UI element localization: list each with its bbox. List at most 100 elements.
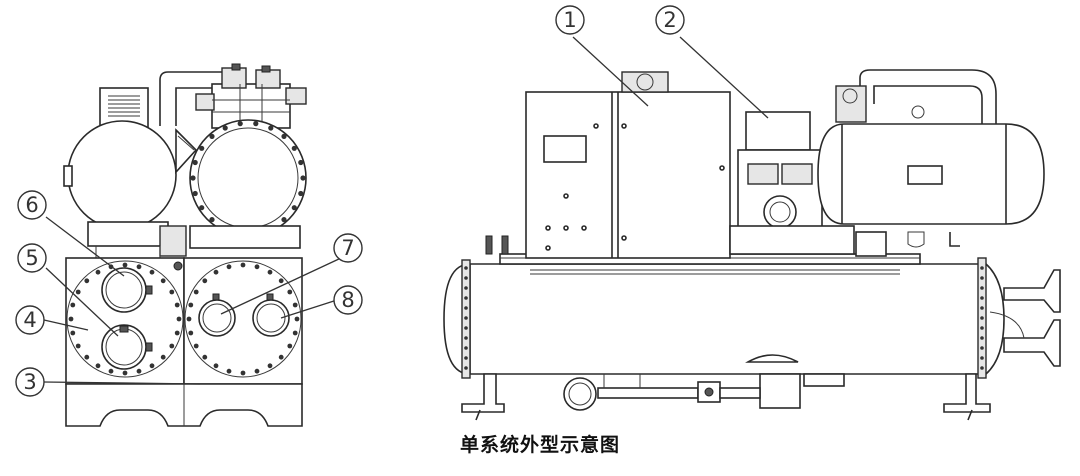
bolt-icon (160, 278, 166, 284)
flange-bolt-icon (980, 306, 984, 310)
bolt-icon (287, 343, 293, 349)
bolt-icon (298, 159, 304, 166)
flange-bolt-icon (980, 276, 984, 280)
bolt-icon (188, 330, 194, 336)
bolt-icon (199, 205, 205, 211)
flange-bolt-icon (464, 346, 468, 350)
flange-bolt-icon (464, 296, 468, 300)
side-view (443, 69, 1061, 421)
bolt-icon (267, 269, 273, 275)
bolt-icon (278, 278, 284, 284)
bolt-icon (300, 175, 306, 181)
bolt-icon (95, 363, 101, 369)
flange-bolt-icon (980, 266, 984, 270)
callout-5-label: 5 (25, 246, 38, 270)
callout-4-label: 4 (23, 308, 36, 332)
bolt-icon (174, 302, 180, 308)
bolt-icon (267, 363, 273, 369)
callout-3-label: 3 (23, 370, 36, 394)
bolt-icon (149, 269, 155, 275)
bolt-icon (237, 121, 243, 127)
bolt-icon (292, 302, 298, 308)
bolt-icon (108, 368, 114, 374)
bolt-icon (240, 370, 246, 376)
bolt-icon (253, 121, 259, 127)
bolt-icon (213, 363, 219, 369)
bolt-icon (136, 264, 142, 270)
bolt-icon (254, 264, 260, 270)
bolt-icon (75, 343, 81, 349)
callout-7-label: 7 (341, 236, 354, 260)
flange-bolt-icon (464, 326, 468, 330)
bolt-icon (209, 217, 215, 223)
bolt-icon (268, 125, 274, 131)
bolt-icon (222, 125, 228, 131)
bolt-icon (291, 145, 297, 151)
flange-bolt-icon (980, 366, 984, 370)
callout-6: 6 (17, 190, 47, 220)
bolt-icon (68, 316, 74, 322)
bolt-icon (202, 354, 208, 360)
bolt-icon (199, 145, 205, 151)
bolt-icon (160, 354, 166, 360)
bolt-icon (122, 370, 128, 376)
flange-bolt-icon (464, 286, 468, 290)
bolt-icon (192, 190, 198, 197)
bolt-icon (193, 343, 199, 349)
bolt-icon (169, 343, 175, 349)
flange-bolt-icon (464, 316, 468, 320)
callout-2-label: 2 (663, 8, 676, 32)
callout-1: 1 (555, 5, 585, 35)
bolt-icon (294, 316, 300, 322)
bolt-icon (209, 133, 215, 139)
flange-bolt-icon (980, 316, 984, 320)
bolt-icon (70, 330, 76, 336)
bolt-icon (192, 159, 198, 166)
bolt-icon (136, 368, 142, 374)
bolt-icon (292, 330, 298, 336)
flange-bolt-icon (980, 346, 984, 350)
bolt-icon (298, 190, 304, 197)
bolt-icon (169, 289, 175, 295)
flange-bolt-icon (464, 306, 468, 310)
flange-bolt-icon (980, 296, 984, 300)
bolt-icon (75, 289, 81, 295)
bolt-icon (84, 278, 90, 284)
end-view (63, 63, 307, 427)
callout-8-label: 8 (341, 288, 354, 312)
flange-bolt-icon (464, 336, 468, 340)
flange-bolt-icon (464, 356, 468, 360)
bolt-icon (70, 302, 76, 308)
flange-bolt-icon (980, 326, 984, 330)
callout-3: 3 (15, 367, 45, 397)
callout-2: 2 (655, 5, 685, 35)
bolt-icon (281, 217, 287, 223)
bolt-icon (95, 269, 101, 275)
flange-bolt-icon (980, 336, 984, 340)
bolt-icon (254, 368, 260, 374)
figure-caption: 单系统外型示意图 (459, 434, 620, 456)
bolt-icon (84, 354, 90, 360)
bolt-icon (281, 133, 287, 139)
bolt-icon (291, 205, 297, 211)
bolt-icon (213, 269, 219, 275)
bolt-icon (186, 316, 192, 322)
bolt-icon (174, 330, 180, 336)
callout-5: 5 (17, 243, 47, 273)
bolt-icon (176, 316, 182, 322)
bolt-icon (190, 175, 196, 181)
bolt-icon (202, 278, 208, 284)
bolt-icon (149, 363, 155, 369)
flange-bolt-icon (980, 356, 984, 360)
flange-bolt-icon (464, 276, 468, 280)
callout-8: 8 (333, 285, 363, 315)
bolt-icon (226, 264, 232, 270)
callout-1-label: 1 (563, 8, 576, 32)
bolt-icon (240, 262, 246, 268)
callout-4: 4 (15, 305, 45, 335)
bolt-icon (122, 262, 128, 268)
bolt-icon (188, 302, 194, 308)
bolt-icon (226, 368, 232, 374)
flange-bolt-icon (980, 286, 984, 290)
